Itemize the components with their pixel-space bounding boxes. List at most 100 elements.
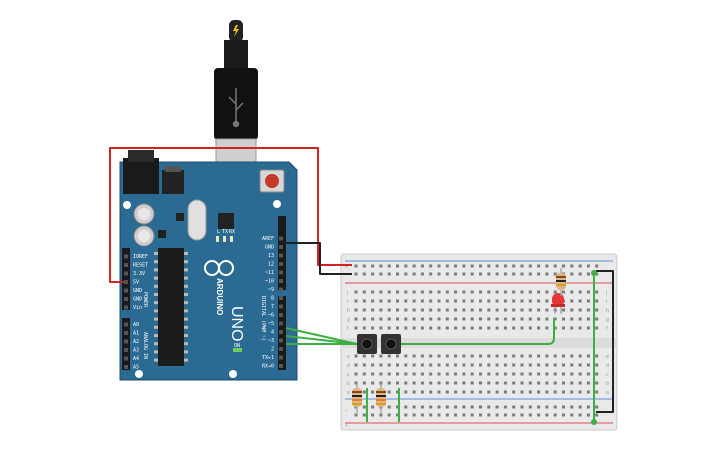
breadboard-hole[interactable]: [562, 381, 565, 385]
breadboard-hole[interactable]: [578, 363, 582, 367]
breadboard-hole[interactable]: [404, 413, 408, 417]
header-pin[interactable]: [124, 288, 128, 293]
breadboard-hole[interactable]: [586, 317, 590, 321]
breadboard-hole[interactable]: [379, 354, 383, 358]
breadboard-holes[interactable]: [354, 264, 599, 417]
breadboard-hole[interactable]: [528, 272, 532, 276]
breadboard-hole[interactable]: [371, 299, 375, 303]
breadboard-hole[interactable]: [429, 354, 433, 358]
reset-button[interactable]: [265, 174, 279, 188]
breadboard-hole[interactable]: [562, 290, 565, 294]
header-pin[interactable]: [124, 322, 128, 327]
breadboard-hole[interactable]: [387, 308, 391, 312]
breadboard-hole[interactable]: [445, 405, 449, 409]
breadboard-hole[interactable]: [371, 326, 375, 330]
breadboard-hole[interactable]: [537, 290, 541, 294]
breadboard-hole[interactable]: [528, 381, 532, 385]
breadboard-hole[interactable]: [354, 290, 358, 294]
breadboard-hole[interactable]: [520, 272, 524, 276]
breadboard-hole[interactable]: [545, 272, 549, 276]
breadboard-hole[interactable]: [445, 381, 449, 385]
breadboard-hole[interactable]: [420, 390, 424, 394]
breadboard-hole[interactable]: [462, 363, 466, 367]
breadboard-hole[interactable]: [553, 405, 557, 409]
header-pin[interactable]: [279, 236, 283, 241]
breadboard-hole[interactable]: [520, 354, 524, 358]
breadboard-hole[interactable]: [495, 264, 499, 268]
breadboard-hole[interactable]: [437, 308, 441, 312]
breadboard-hole[interactable]: [470, 290, 474, 294]
breadboard-hole[interactable]: [545, 413, 549, 417]
breadboard-hole[interactable]: [354, 354, 358, 358]
breadboard-hole[interactable]: [520, 308, 524, 312]
breadboard-hole[interactable]: [420, 372, 424, 376]
header-pin[interactable]: [279, 279, 283, 283]
breadboard-hole[interactable]: [562, 372, 565, 376]
breadboard-hole[interactable]: [537, 381, 541, 385]
breadboard-hole[interactable]: [371, 317, 375, 321]
breadboard-hole[interactable]: [470, 264, 474, 268]
breadboard-hole[interactable]: [462, 405, 466, 409]
breadboard-hole[interactable]: [479, 290, 482, 294]
breadboard-hole[interactable]: [437, 290, 441, 294]
breadboard-hole[interactable]: [570, 413, 574, 417]
breadboard-hole[interactable]: [404, 317, 408, 321]
breadboard-hole[interactable]: [412, 264, 416, 268]
breadboard-hole[interactable]: [379, 290, 383, 294]
breadboard-hole[interactable]: [512, 290, 516, 294]
breadboard-hole[interactable]: [420, 405, 424, 409]
breadboard-hole[interactable]: [562, 308, 565, 312]
breadboard-hole[interactable]: [570, 317, 574, 321]
breadboard-hole[interactable]: [420, 381, 424, 385]
breadboard-hole[interactable]: [387, 405, 391, 409]
breadboard-hole[interactable]: [487, 372, 491, 376]
breadboard-hole[interactable]: [553, 272, 557, 276]
breadboard-hole[interactable]: [379, 372, 383, 376]
breadboard-hole[interactable]: [445, 326, 449, 330]
breadboard-hole[interactable]: [570, 299, 574, 303]
breadboard-hole[interactable]: [487, 264, 491, 268]
breadboard-hole[interactable]: [437, 326, 441, 330]
breadboard-hole[interactable]: [462, 354, 466, 358]
breadboard-hole[interactable]: [462, 290, 466, 294]
breadboard-hole[interactable]: [553, 381, 557, 385]
breadboard-hole[interactable]: [479, 308, 482, 312]
breadboard-hole[interactable]: [520, 363, 524, 367]
breadboard-hole[interactable]: [487, 299, 491, 303]
wires[interactable]: [109, 147, 614, 425]
breadboard-hole[interactable]: [479, 363, 482, 367]
header-pin[interactable]: [279, 304, 283, 309]
breadboard-hole[interactable]: [404, 308, 408, 312]
breadboard-hole[interactable]: [412, 308, 416, 312]
breadboard-hole[interactable]: [387, 264, 391, 268]
breadboard-hole[interactable]: [354, 272, 358, 276]
header-pin[interactable]: [279, 287, 283, 292]
resistor-pulldown-1[interactable]: [352, 383, 362, 413]
breadboard-hole[interactable]: [387, 354, 391, 358]
breadboard-hole[interactable]: [362, 413, 366, 417]
breadboard-hole[interactable]: [470, 413, 474, 417]
breadboard-hole[interactable]: [454, 299, 458, 303]
breadboard-hole[interactable]: [595, 413, 599, 417]
breadboard-hole[interactable]: [479, 405, 482, 409]
breadboard-hole[interactable]: [437, 363, 441, 367]
breadboard-hole[interactable]: [487, 308, 491, 312]
breadboard-hole[interactable]: [462, 272, 466, 276]
header-pin[interactable]: [279, 296, 283, 300]
breadboard-hole[interactable]: [562, 413, 565, 417]
breadboard-hole[interactable]: [512, 363, 516, 367]
breadboard-hole[interactable]: [429, 326, 433, 330]
breadboard-hole[interactable]: [371, 354, 375, 358]
breadboard-hole[interactable]: [487, 363, 491, 367]
breadboard-hole[interactable]: [396, 413, 399, 417]
breadboard-hole[interactable]: [387, 326, 391, 330]
breadboard-hole[interactable]: [495, 390, 499, 394]
breadboard-hole[interactable]: [387, 381, 391, 385]
breadboard-hole[interactable]: [354, 381, 358, 385]
breadboard-hole[interactable]: [454, 308, 458, 312]
breadboard-hole[interactable]: [528, 354, 532, 358]
breadboard-hole[interactable]: [503, 405, 507, 409]
breadboard-hole[interactable]: [520, 317, 524, 321]
breadboard-hole[interactable]: [445, 317, 449, 321]
